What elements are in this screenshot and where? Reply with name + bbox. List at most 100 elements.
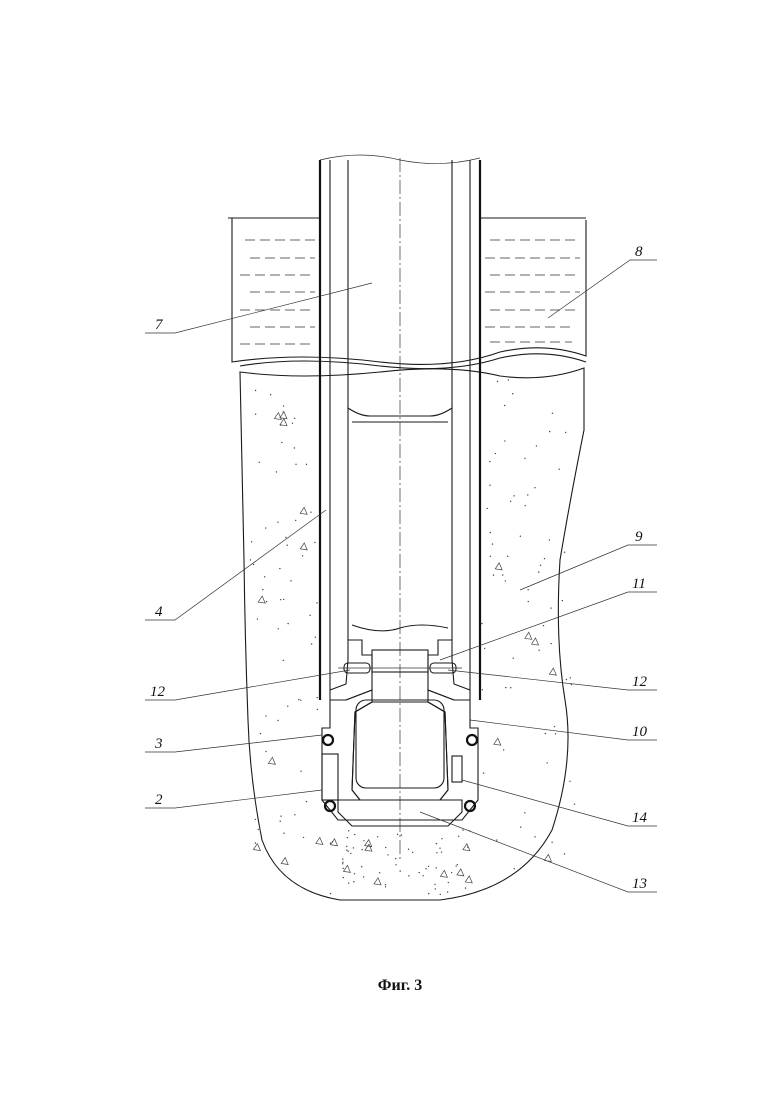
soil-speckle (487, 508, 488, 509)
soil-speckle (395, 864, 396, 865)
soil-speckle (436, 852, 437, 853)
soil-speckle (513, 495, 514, 496)
soil-speckle (353, 881, 354, 882)
soil-speckle (520, 535, 521, 536)
soil-speckle (482, 689, 483, 690)
soil-speckle (559, 468, 560, 469)
soil-speckle (316, 602, 317, 603)
soil-speckle (440, 894, 441, 895)
soil-speckle (534, 836, 535, 837)
soil-speckle (574, 803, 575, 804)
soil-speckle (401, 834, 402, 835)
soil-speckle (343, 868, 344, 869)
soil-speckle (255, 819, 256, 820)
soil-speckle (348, 882, 349, 883)
soil-speckle (259, 462, 260, 463)
label-10: 10 (632, 724, 648, 740)
soil-speckle (295, 464, 296, 465)
soil-speckle (538, 571, 539, 572)
soil-speckle (492, 543, 493, 544)
soil-speckle (508, 379, 509, 380)
soil-speckle (250, 559, 251, 560)
soil-speckle (280, 412, 287, 419)
soil-speckle (276, 471, 277, 472)
soil-speckle (423, 875, 424, 876)
soil-speckle (385, 847, 386, 848)
soil-speckle (527, 494, 528, 495)
soil-speckle (549, 539, 550, 540)
soil-speckle (490, 556, 491, 557)
soil-speckle (385, 886, 386, 887)
soil-speckle (363, 840, 364, 841)
soil-speckle (441, 851, 442, 852)
soil-speckle (264, 576, 265, 577)
soil-speckle (564, 853, 565, 854)
soil-speckle (555, 733, 556, 734)
soil-speckle (562, 600, 563, 601)
soil-speckle (510, 687, 511, 688)
soil-speckle (302, 555, 303, 556)
label-7: 7 (155, 317, 164, 333)
label-2: 2 (155, 792, 163, 808)
soil-speckle (265, 527, 266, 528)
soil-speckle (300, 699, 301, 700)
soil-speckle (309, 615, 310, 616)
soil-speckle (514, 868, 515, 869)
soil-speckle (504, 405, 505, 406)
soil-speckle (342, 863, 343, 864)
soil-speckle (300, 543, 307, 550)
soil-speckle (342, 858, 343, 859)
soil-speckle (287, 705, 288, 706)
soil-speckle (408, 849, 409, 850)
soil-speckle (255, 842, 256, 843)
soil-speckle (354, 834, 355, 835)
soil-speckle (363, 876, 364, 877)
soil-speckle (510, 501, 511, 502)
soil-speckle (440, 870, 447, 877)
soil-speckle (347, 850, 348, 851)
soil-speckle (253, 844, 260, 851)
soil-speckle (458, 836, 459, 837)
soil-speckle (457, 869, 464, 876)
soil-speckle (490, 532, 491, 533)
soil-speckle (481, 623, 482, 624)
soil-speckle (441, 838, 442, 839)
soil-speckle (255, 390, 256, 391)
soil-speckle (294, 447, 295, 448)
soil-speckle (317, 709, 318, 710)
label-11: 11 (632, 576, 646, 592)
soil-speckle (330, 839, 337, 846)
soil-speckle (399, 870, 400, 871)
soil-speckle (265, 715, 266, 716)
soil-speckle (379, 872, 380, 873)
soil-speckle (330, 893, 331, 894)
soil-speckle (550, 607, 551, 608)
soil-speckle (451, 872, 452, 873)
soil-speckle (255, 413, 256, 414)
label-14: 14 (632, 810, 648, 826)
soil-speckle (540, 565, 541, 566)
soil-speckle (565, 432, 566, 433)
soil-speckle (283, 660, 284, 661)
soil-speckle (462, 829, 463, 830)
soil-speckle (317, 697, 318, 698)
soil-speckle (274, 413, 281, 420)
soil-speckle (457, 864, 458, 865)
soil-speckle (260, 733, 261, 734)
label-12-right: 12 (632, 674, 648, 690)
soil-speckle (512, 393, 513, 394)
soil-speckle (277, 720, 278, 721)
soil-speckle (525, 632, 532, 639)
soil-speckle (524, 812, 525, 813)
upper-soil-layer (228, 218, 586, 364)
soil-speckle (505, 580, 506, 581)
soil-speckle (489, 485, 490, 486)
soil-speckle (281, 442, 282, 443)
soil-speckle (280, 815, 281, 816)
soil-speckle (306, 801, 307, 802)
soil-speckle (534, 487, 535, 488)
soil-speckle (538, 649, 539, 650)
soil-speckle (315, 637, 316, 638)
soil-speckle (532, 638, 539, 645)
